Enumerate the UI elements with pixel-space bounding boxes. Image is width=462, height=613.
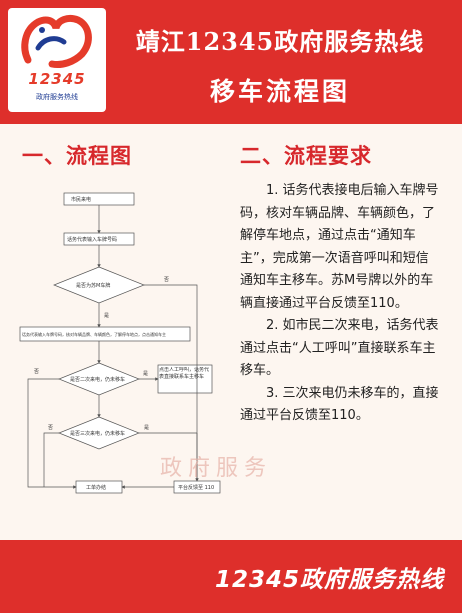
logo-number: 12345 — [28, 70, 86, 88]
flow-decision3 — [58, 416, 140, 450]
requirements-text: 1. 话务代表接电后输入车牌号码，核对车辆品牌、车辆颜色，了解停车地点，通过点击… — [240, 180, 440, 428]
flow-yes-label-3: 是 — [144, 425, 149, 431]
requirement-3: 3. 三次来电仍未移车的，直接通过平台反馈至110。 — [240, 385, 439, 424]
flow-yes-label-2: 是 — [143, 371, 148, 377]
flow-start-label: 市民来电 — [71, 196, 91, 203]
flow-decision3-label: 是否三次来电，仍未移车 — [70, 430, 125, 437]
flowchart: 市民来电 话务代表输入车牌号码 是否为苏M车牌 否 是 话务代表输入车牌号码，核… — [19, 192, 221, 494]
flow-no-label-2: 否 — [34, 369, 39, 375]
header-banner: 12345 政府服务热线 靖江12345政府服务热线 移车流程图 — [0, 0, 462, 124]
flow-no-label-3: 否 — [48, 425, 53, 431]
flow-yes-label-1: 是 — [104, 313, 109, 319]
flow-step3-label: 点击人工呼叫，话务代表直接联系车主移车 — [159, 367, 210, 380]
flow-feedback-label: 平台反馈至 110 — [178, 484, 214, 491]
watermark: 政府服务 — [160, 456, 273, 481]
flow-step1-label: 话务代表输入车牌号码 — [67, 236, 117, 243]
flowchart-heading: 一、流程图 — [22, 144, 132, 168]
page-subtitle: 移车流程图 — [209, 77, 350, 106]
flow-no-label-1: 否 — [164, 277, 169, 283]
flow-step2-box — [19, 326, 191, 342]
logo-text: 政府服务热线 — [36, 93, 78, 101]
flow-decision1-label: 是否为苏M车牌 — [76, 282, 110, 289]
flow-step2-label: 话务代表输入车牌号码，核对车辆品牌、车辆颜色，了解停车地点，点击通知车主 — [22, 331, 166, 337]
footer-text: 12345政府服务热线 — [214, 567, 444, 593]
footer-banner: 12345政府服务热线 — [0, 540, 462, 613]
page-title: 靖江12345政府服务热线 — [135, 27, 425, 56]
dove-logo-icon — [21, 14, 92, 68]
flow-end-label: 工单办结 — [86, 484, 106, 491]
requirements-heading: 二、流程要求 — [240, 144, 372, 168]
flow-decision2-label: 是否二次来电，仍未移车 — [70, 376, 125, 383]
requirement-2: 2. 如市民二次来电，话务代表通过点击“人工呼叫”直接联系车主移车。 — [240, 318, 439, 378]
logo: 12345 政府服务热线 — [8, 8, 106, 112]
requirement-1: 1. 话务代表接电后输入车牌号码，核对车辆品牌、车辆颜色，了解停车地点，通过点击… — [240, 183, 439, 311]
